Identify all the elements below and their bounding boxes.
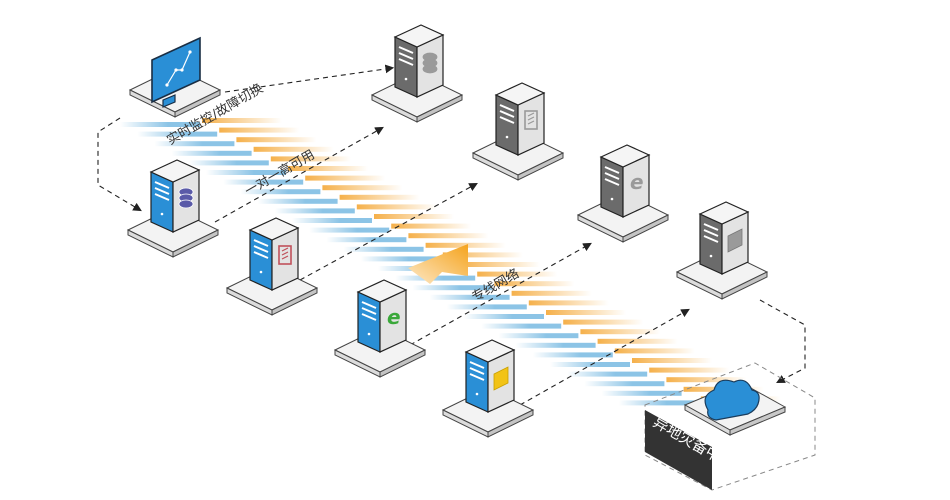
stripe-blue bbox=[464, 314, 544, 319]
monitor-node[interactable] bbox=[128, 36, 222, 118]
backup-file-server[interactable] bbox=[675, 201, 769, 300]
connector-ha-doc bbox=[299, 182, 478, 281]
backup-db-server[interactable] bbox=[370, 24, 464, 123]
stripe-orange bbox=[322, 185, 403, 191]
stripe-blue bbox=[481, 323, 562, 329]
stripe-blue bbox=[137, 131, 218, 137]
stripe-blue bbox=[223, 179, 304, 185]
stripe-orange bbox=[236, 137, 317, 143]
stripe-blue bbox=[446, 304, 527, 310]
document-icon bbox=[524, 110, 538, 130]
stripe-blue bbox=[343, 246, 424, 252]
stripe-blue bbox=[206, 170, 286, 175]
stripe-blue bbox=[532, 352, 613, 358]
connector-ha-web bbox=[409, 242, 592, 346]
stripe-blue bbox=[412, 285, 493, 291]
stripe-orange bbox=[546, 310, 626, 315]
stripe-orange bbox=[460, 262, 540, 267]
stripe-orange bbox=[374, 214, 454, 219]
stripe-orange bbox=[442, 252, 523, 258]
stripe-blue bbox=[309, 227, 390, 233]
stripe-blue bbox=[292, 218, 372, 223]
primary-file-server[interactable] bbox=[441, 339, 535, 438]
stripe-orange bbox=[408, 233, 489, 239]
svg-text:e: e bbox=[630, 170, 644, 194]
ie-browser-icon: e bbox=[387, 305, 401, 329]
stripe-orange bbox=[614, 348, 695, 354]
connectors bbox=[97, 64, 806, 406]
stripe-blue bbox=[360, 256, 441, 262]
stripe-orange bbox=[391, 223, 472, 229]
stripe-orange bbox=[288, 166, 368, 171]
backup-doc-server[interactable] bbox=[471, 82, 565, 181]
database-icon bbox=[422, 52, 438, 74]
stripe-orange bbox=[305, 175, 386, 181]
stripe-orange bbox=[219, 127, 300, 133]
stripe-blue bbox=[326, 237, 407, 243]
stripe-orange bbox=[477, 271, 558, 277]
stripe-orange bbox=[597, 338, 678, 344]
document-icon bbox=[278, 245, 292, 265]
stripe-blue bbox=[240, 189, 321, 195]
stripe-blue bbox=[601, 390, 682, 396]
stripe-blue bbox=[515, 342, 596, 348]
stripe-orange bbox=[511, 290, 592, 296]
ie-browser-icon: e bbox=[630, 170, 644, 194]
stripe-orange bbox=[202, 118, 282, 123]
stripe-blue bbox=[618, 400, 699, 406]
stripe-orange bbox=[666, 377, 747, 383]
stripe-orange bbox=[580, 329, 661, 335]
connector-ha-db bbox=[214, 126, 384, 223]
stripe-blue bbox=[257, 198, 338, 204]
stripe-blue bbox=[550, 362, 630, 367]
connector-backup-to-dr bbox=[759, 299, 806, 384]
stripe-blue bbox=[154, 141, 235, 147]
stripe-blue bbox=[429, 294, 510, 300]
stripe-orange bbox=[563, 319, 644, 325]
connector-monitor-to-backup bbox=[224, 64, 395, 93]
primary-doc-server[interactable] bbox=[225, 217, 319, 316]
stripe-orange bbox=[253, 146, 334, 152]
folder-icon bbox=[493, 366, 509, 391]
primary-db-server[interactable] bbox=[126, 159, 220, 258]
stripe-orange bbox=[528, 300, 609, 306]
database-icon bbox=[178, 187, 194, 209]
backup-web-server[interactable]: e bbox=[576, 144, 670, 243]
connector-monitor-to-primary bbox=[97, 117, 142, 212]
stripe-blue bbox=[171, 150, 252, 156]
monitor-chart-icon bbox=[165, 50, 192, 87]
primary-web-server[interactable]: e bbox=[333, 279, 427, 378]
svg-text:e: e bbox=[387, 305, 401, 329]
cloud-icon bbox=[704, 379, 760, 421]
stripe-blue bbox=[274, 208, 355, 214]
stripe-blue bbox=[567, 371, 648, 377]
folder-icon bbox=[727, 228, 743, 253]
stripe-orange bbox=[494, 281, 575, 287]
stripe-orange bbox=[270, 156, 351, 162]
stripe-orange bbox=[632, 358, 712, 363]
stripe-blue bbox=[498, 333, 579, 339]
stripe-orange bbox=[339, 194, 420, 200]
stripe-blue bbox=[188, 160, 269, 166]
stripe-orange bbox=[356, 204, 437, 210]
sync-direction-arrow bbox=[408, 244, 468, 284]
stripe-blue bbox=[120, 122, 200, 127]
stripe-orange bbox=[649, 367, 730, 373]
stripe-blue bbox=[584, 381, 665, 387]
